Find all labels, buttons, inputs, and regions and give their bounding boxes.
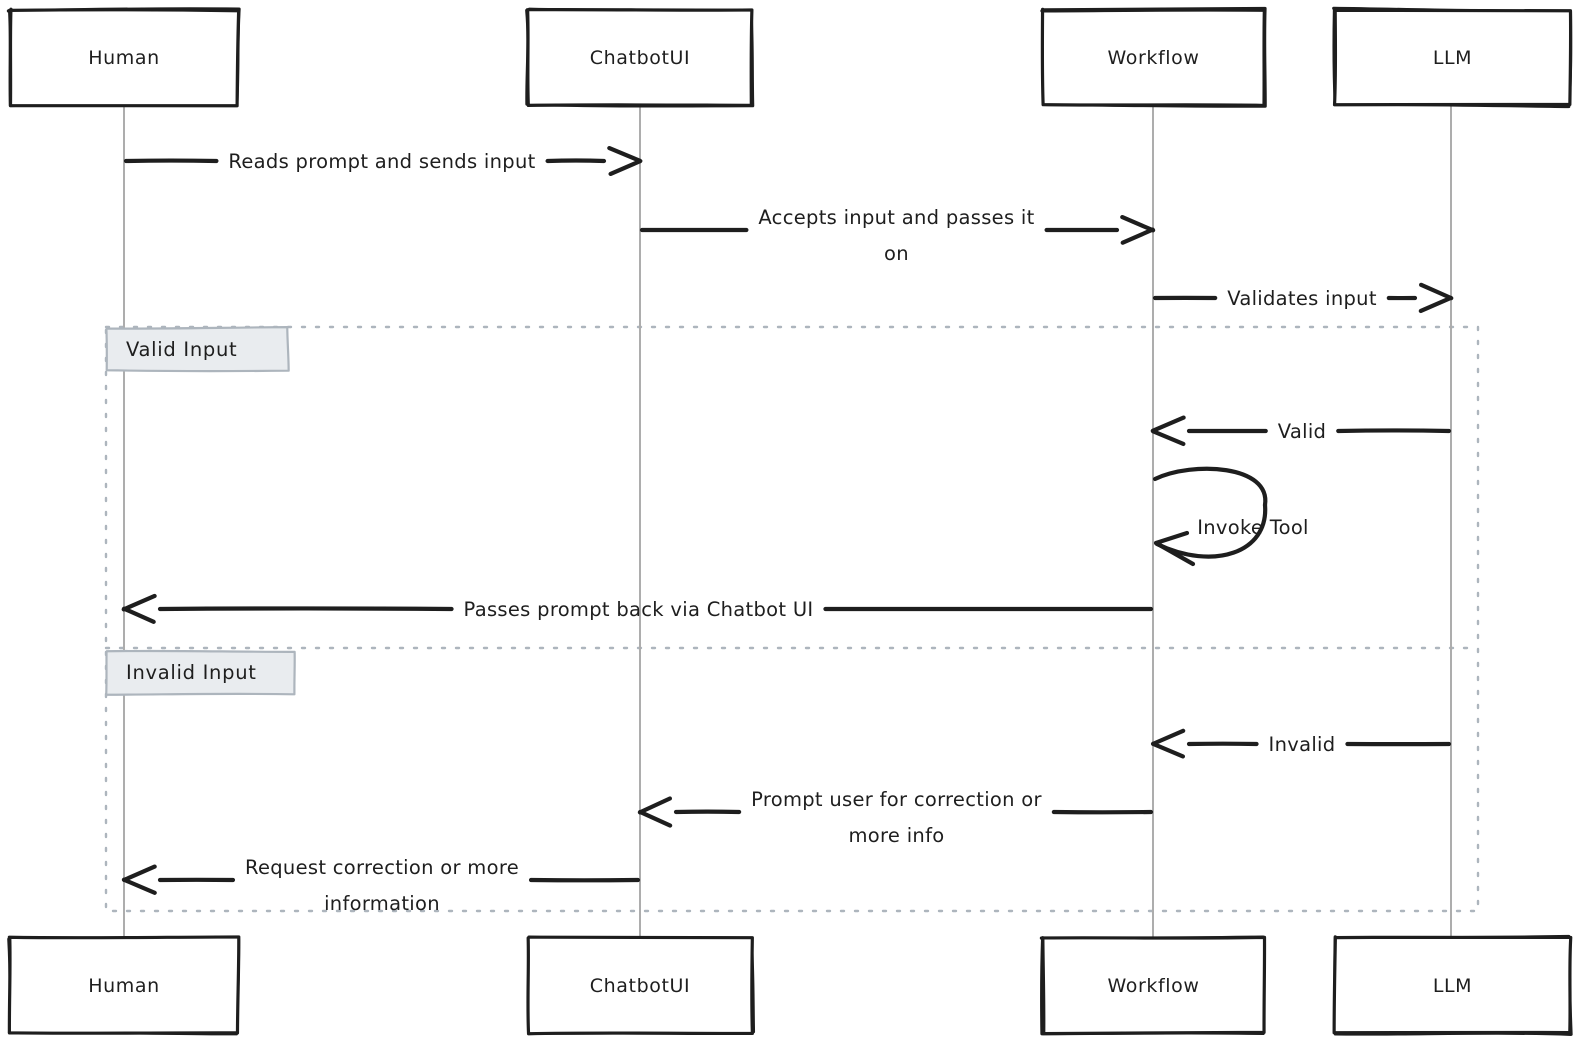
- message-m9[interactable]: Request correction or more information: [121, 856, 641, 915]
- message-label: Reads prompt and sends input: [228, 150, 535, 173]
- alt-section-tag-valid[interactable]: Valid Input: [105, 326, 290, 373]
- participant-workflow-top[interactable]: Workflow: [1040, 6, 1267, 108]
- participant-label: LLM: [1433, 47, 1472, 69]
- participant-chatbotui-top[interactable]: ChatbotUI: [525, 7, 755, 108]
- arrow-head-icon: [1151, 728, 1186, 746]
- message-line-left: [157, 606, 454, 612]
- self-loop-upper: [1152, 466, 1268, 508]
- participant-human-bottom[interactable]: Human: [7, 935, 241, 1036]
- message-m6[interactable]: Passes prompt back via Chatbot UI: [121, 593, 1154, 624]
- arrow-head-icon: [607, 145, 642, 163]
- participant-label: Workflow: [1107, 975, 1199, 997]
- participant-box-stroke2: [526, 935, 754, 1036]
- message-m4[interactable]: Valid: [1150, 415, 1452, 447]
- message-m8[interactable]: Prompt user for correction or more info: [637, 788, 1154, 847]
- participant-workflow-bottom[interactable]: Workflow: [1039, 935, 1267, 1036]
- arrow-head-icon: [637, 796, 673, 815]
- participant-label: Human: [88, 975, 160, 997]
- section-tag-label: Valid Input: [126, 338, 237, 361]
- message-label: Invoke Tool: [1197, 516, 1309, 539]
- participant-box-stroke2: [1040, 7, 1266, 108]
- message-m7[interactable]: Invalid: [1150, 728, 1452, 759]
- participant-box-stroke2: [7, 7, 241, 108]
- arrow-head-icon: [1151, 429, 1186, 447]
- arrow-head-icon: [121, 593, 157, 612]
- arrow-head-icon: [1120, 227, 1155, 245]
- self-loop-lower: [1154, 502, 1268, 559]
- message-label: Validates input: [1227, 287, 1377, 310]
- message-label: Request correction or more: [245, 856, 519, 879]
- message-label: more info: [849, 824, 945, 847]
- participant-label: ChatbotUI: [590, 975, 690, 997]
- participant-box-stroke2: [525, 7, 754, 107]
- message-label: information: [324, 892, 440, 915]
- arrow-head-icon: [1150, 415, 1186, 433]
- participant-chatbotui-bottom[interactable]: ChatbotUI: [526, 935, 756, 1036]
- arrow-head-icon: [608, 158, 643, 177]
- participant-llm-bottom[interactable]: LLM: [1332, 934, 1573, 1036]
- participant-box-stroke2: [1040, 935, 1267, 1036]
- participant-llm-top[interactable]: LLM: [1332, 6, 1573, 109]
- arrow-head-icon: [1120, 214, 1156, 233]
- arrow-head-icon: [121, 606, 156, 624]
- participant-label: ChatbotUI: [590, 47, 690, 69]
- arrow-head-icon: [638, 809, 673, 828]
- arrow-head-icon: [122, 864, 157, 883]
- participant-box-stroke2: [7, 935, 241, 1035]
- alt-group-frame: [104, 325, 1480, 913]
- participant-human-top[interactable]: Human: [6, 7, 241, 108]
- participant-label: Human: [88, 47, 160, 69]
- arrow-head-icon: [1153, 540, 1196, 567]
- message-m3[interactable]: Validates input: [1152, 282, 1454, 314]
- participant-label: LLM: [1433, 975, 1472, 997]
- message-label: Invalid: [1269, 733, 1336, 756]
- message-m5[interactable]: Invoke Tool: [1152, 466, 1309, 567]
- message-label: on: [884, 242, 909, 265]
- arrow-head-icon: [121, 877, 157, 895]
- section-tag-box: [105, 649, 296, 696]
- message-m2[interactable]: Accepts input and passes it on: [639, 206, 1156, 265]
- participant-box-stroke2: [1332, 8, 1573, 107]
- section-tag-box: [105, 326, 290, 373]
- alt-section-tag-invalid[interactable]: Invalid Input: [105, 649, 296, 696]
- arrow-head-icon: [1150, 741, 1186, 759]
- message-label: Valid: [1278, 420, 1327, 443]
- participant-box-stroke2: [1332, 935, 1573, 1035]
- arrow-head-icon: [1153, 530, 1190, 546]
- message-line-right: [1336, 428, 1452, 434]
- message-label: Passes prompt back via Chatbot UI: [464, 598, 814, 621]
- arrow-head-icon: [1418, 295, 1453, 314]
- message-label: Accepts input and passes it: [758, 206, 1034, 229]
- section-tag-label: Invalid Input: [126, 661, 257, 684]
- participant-label: Workflow: [1107, 47, 1199, 69]
- message-label: Prompt user for correction or: [751, 788, 1042, 811]
- arrow-head-icon: [1419, 282, 1454, 301]
- message-m1[interactable]: Reads prompt and sends input: [123, 145, 643, 177]
